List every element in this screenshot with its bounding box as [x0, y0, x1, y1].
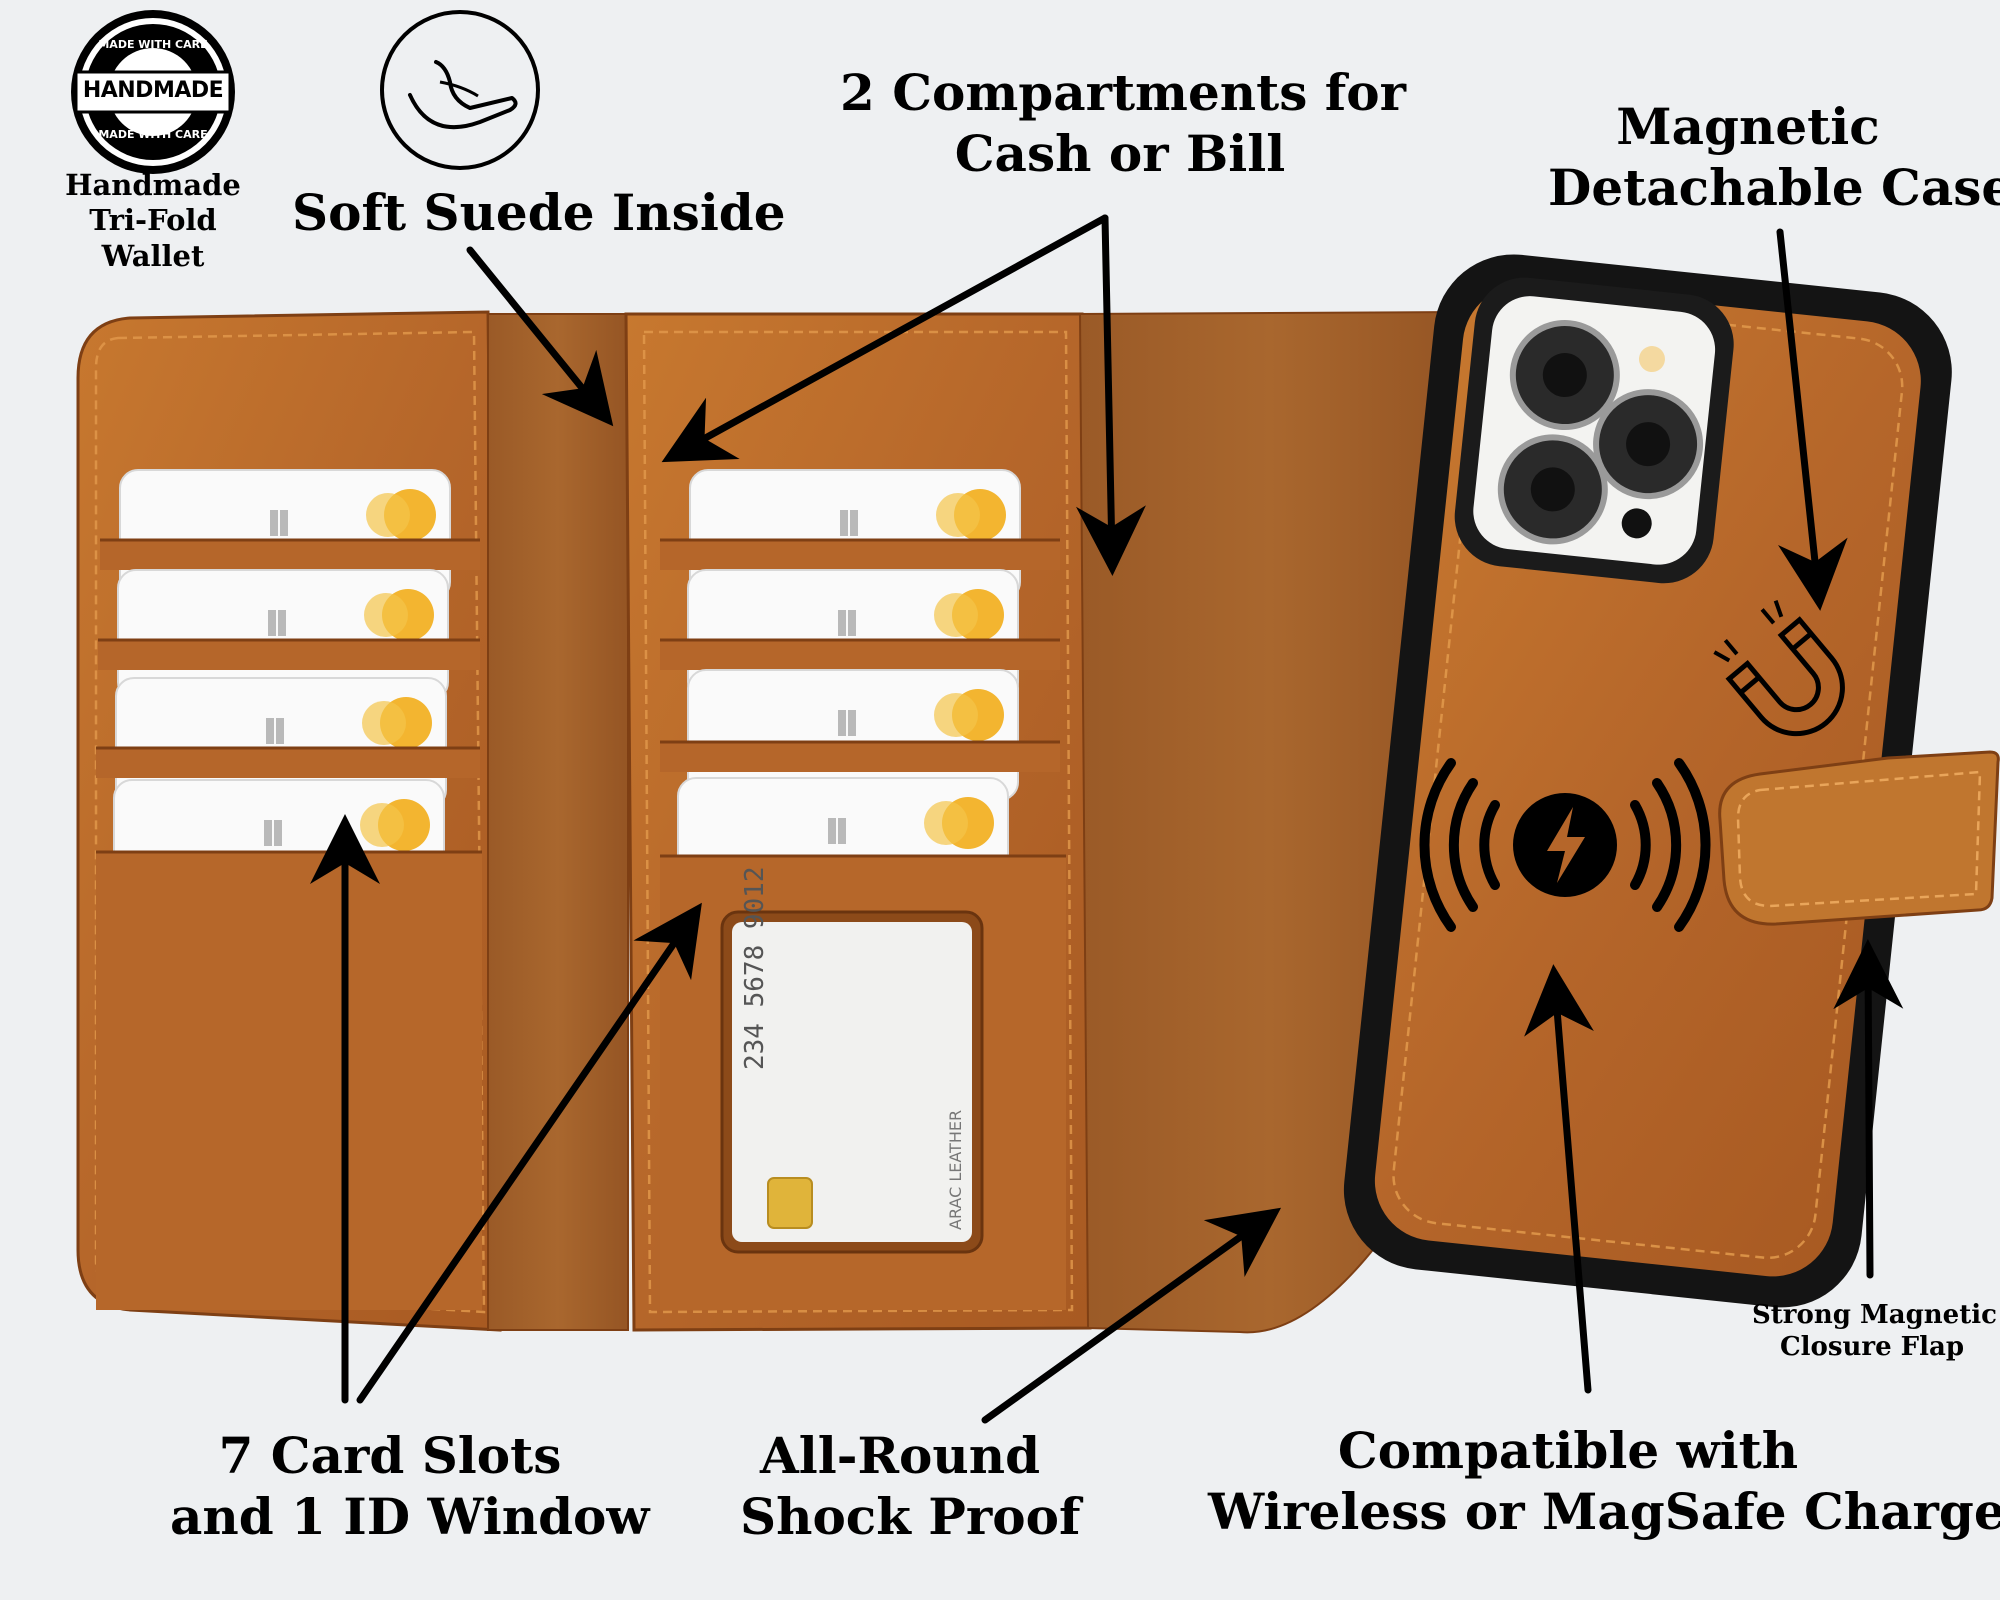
- card-slots-left: [96, 469, 482, 1310]
- wireless-callout: Compatible with Wireless or MagSafe Char…: [1208, 1421, 2000, 1541]
- closure-callout: Strong Magnetic Closure Flap: [1752, 1300, 1997, 1362]
- card-slots-callout: 7 Card Slots and 1 ID Window: [170, 1426, 650, 1546]
- id-card-number: 234 5678 9012: [740, 866, 770, 1071]
- suede-callout: Soft Suede Inside: [292, 183, 786, 242]
- badge-arc-bottom: MADE WITH CARE: [98, 128, 208, 141]
- id-card-maker: ARAC LEATHER: [946, 1109, 965, 1230]
- magnetic-case-callout: Magnetic Detachable Case: [1548, 97, 2000, 217]
- shock-proof-callout: All-Round Shock Proof: [740, 1426, 1081, 1546]
- compartments-callout: 2 Compartments for Cash or Bill: [840, 63, 1406, 183]
- closure-flap: [1718, 750, 2000, 926]
- handmade-caption: Handmade Tri-Fold Wallet: [65, 168, 241, 273]
- wireless-charge-icon: [1419, 758, 1711, 932]
- callout-arrows: [310, 214, 1904, 1424]
- badge-arc-top: MADE WITH CARE: [98, 38, 208, 51]
- magnet-icon: [1713, 599, 1845, 737]
- badge-center: HANDMADE: [82, 78, 224, 103]
- id-window: [720, 910, 984, 1254]
- handmade-badge-text: MADE WITH CARE HANDMADE MADE WITH CARE: [73, 10, 233, 174]
- soft-suede-lining: [487, 313, 629, 1331]
- magnetic-phone-case: [1343, 254, 1952, 1308]
- hand-icon: [380, 10, 540, 170]
- handmade-badge: [71, 10, 235, 174]
